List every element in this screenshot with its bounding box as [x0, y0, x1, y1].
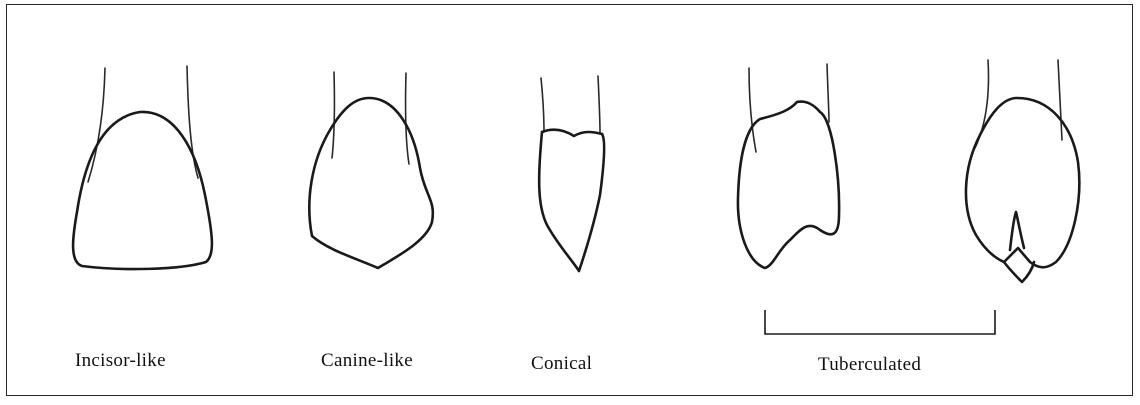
tuberculated2-root-right — [1058, 60, 1062, 140]
canine-crown — [309, 98, 433, 268]
tuberculated1-crown — [738, 102, 839, 268]
tuberculated1-root-left — [749, 68, 756, 152]
label-tuberculated: Tuberculated — [818, 354, 921, 376]
label-canine-like: Canine-like — [321, 350, 413, 372]
conical-tooth — [539, 76, 604, 271]
tuberculated-bracket — [765, 310, 995, 334]
conical-root-left — [541, 78, 544, 132]
incisor-root-left — [88, 68, 105, 182]
tuberculated-tooth-1 — [738, 64, 839, 268]
canine-root-left — [332, 72, 334, 158]
tuberculated2-notch — [1010, 212, 1024, 250]
tuberculated-tooth-2 — [966, 60, 1079, 282]
incisor-like-tooth — [73, 66, 212, 269]
conical-root-right — [598, 76, 600, 133]
label-conical: Conical — [531, 353, 592, 375]
canine-like-tooth — [309, 72, 433, 268]
tuberculated1-root-right — [827, 64, 829, 122]
label-incisor-like: Incisor-like — [75, 350, 166, 372]
canine-root-right — [406, 73, 409, 164]
conical-crown — [539, 132, 604, 271]
tuberculated2-lower-cusp — [1004, 262, 1034, 282]
tuberculated2-root-left — [975, 60, 988, 148]
conical-crown-top — [542, 130, 602, 136]
